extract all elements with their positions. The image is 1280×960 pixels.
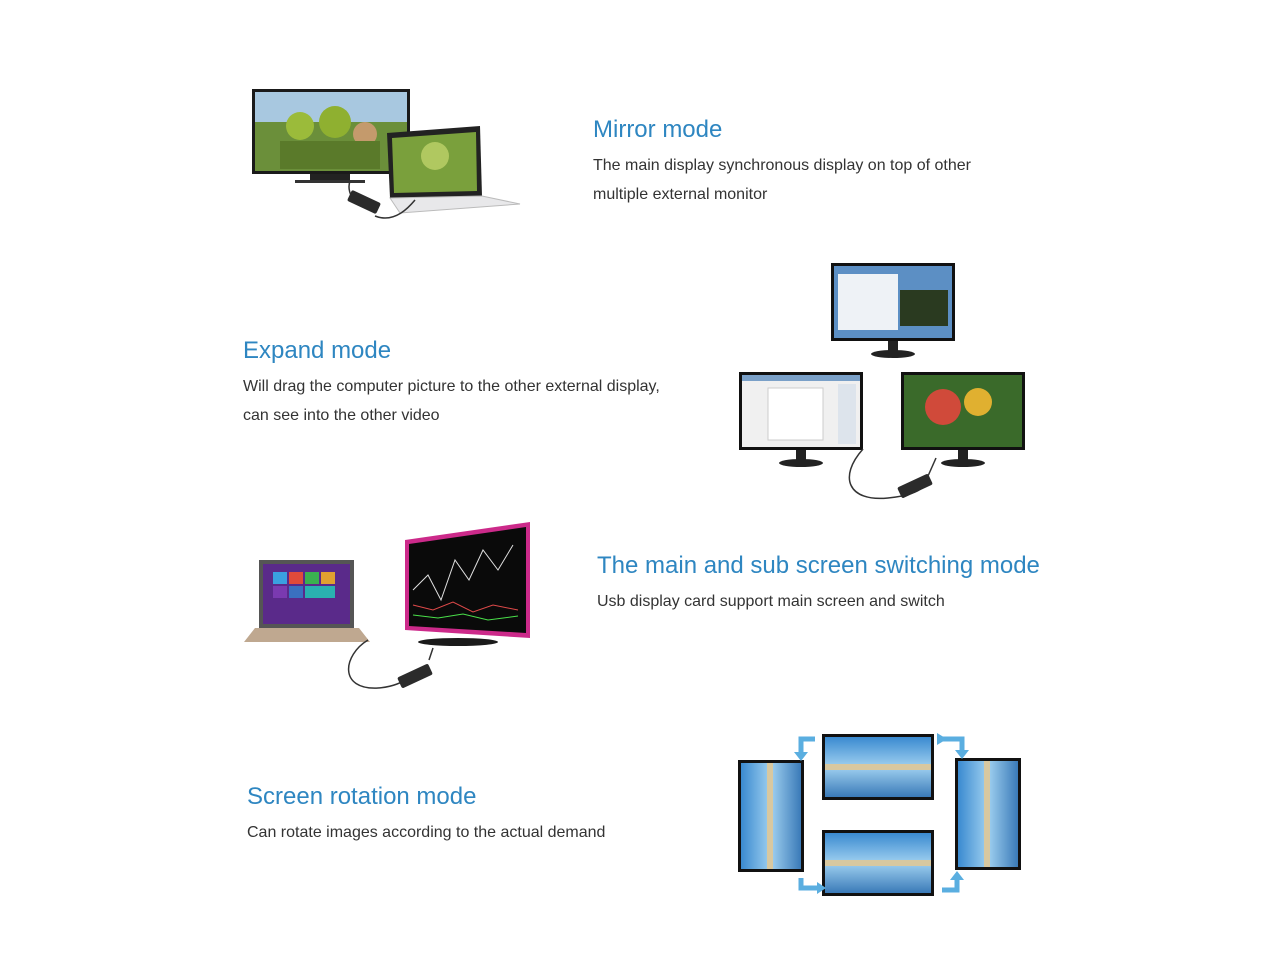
switching-mode-section: The main and sub screen switching mode U… [597,551,1197,616]
rotation-mode-description: Can rotate images according to the actua… [247,818,717,847]
rotation-mode-illustration [737,732,1023,900]
expand-mode-title: Expand mode [243,337,392,364]
mirror-mode-illustration [250,86,525,226]
expand-mode-illustration [738,262,1028,504]
mirror-mode-desc-line-2: multiple external monitor [593,186,768,203]
rotation-mode-desc-line-1: Can rotate images according to the actua… [247,824,606,841]
mirror-mode-section: Mirror mode The main display synchronous… [593,115,1113,209]
rotation-arrows-icon [798,736,965,893]
expand-mode-desc-line-2: can see into the other video [243,407,440,424]
switching-mode-title: The main and sub screen switching mode [597,552,1040,579]
switching-mode-description: Usb display card support main screen and… [597,587,1197,616]
expand-mode-desc-line-1: Will drag the computer picture to the ot… [243,378,660,395]
switching-mode-illustration [243,520,535,695]
mirror-mode-desc-line-1: The main display synchronous display on … [593,157,971,174]
mirror-mode-description: The main display synchronous display on … [593,151,1113,209]
mirror-mode-title: Mirror mode [593,116,723,143]
rotation-mode-title: Screen rotation mode [247,783,477,810]
rotation-mode-section: Screen rotation mode Can rotate images a… [247,782,717,847]
expand-mode-description: Will drag the computer picture to the ot… [243,372,723,430]
switching-mode-desc-line-1: Usb display card support main screen and… [597,593,945,610]
expand-mode-section: Expand mode Will drag the computer pictu… [243,336,723,430]
